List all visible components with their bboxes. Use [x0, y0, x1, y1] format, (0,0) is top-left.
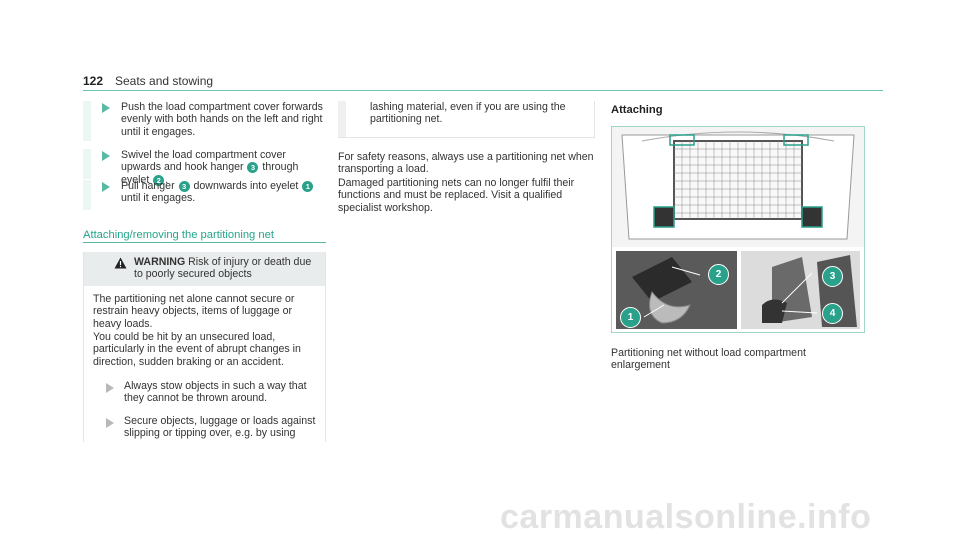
partition-net-illustration: 2 1 3 4 — [611, 126, 865, 333]
step-3: Pull hanger 3 downwards into eyelet 1 un… — [83, 180, 326, 210]
arrow-icon — [102, 182, 110, 192]
arrow-icon — [102, 103, 110, 113]
callout-badge-1: 1 — [620, 307, 641, 328]
car-boot-illustration — [612, 127, 864, 329]
arrow-icon — [102, 151, 110, 161]
continuation-text: lashing material, even if you are using … — [370, 101, 566, 126]
warning-header: WARNING Risk of injury or death due to p… — [84, 252, 325, 286]
callout-badge-4: 4 — [822, 303, 843, 324]
callout-3: 3 — [178, 180, 190, 192]
warning-para-1: The partitioning net alone cannot secure… — [93, 293, 295, 330]
warning-box: WARNING Risk of injury or death due to p… — [83, 252, 326, 442]
warning-bullet-1: Always stow objects in such a way that t… — [124, 380, 307, 405]
callout-1: 1 — [302, 180, 314, 192]
step-text: Pull hanger 3 downwards into eyelet 1 un… — [121, 180, 326, 205]
warning-triangle-icon — [114, 257, 127, 269]
warning-bullet-2: Secure objects, luggage or loads against… — [124, 415, 316, 440]
section-rule — [83, 242, 326, 243]
step-text: Swivel the load compartment cover upward… — [121, 149, 299, 186]
arrow-icon — [106, 418, 114, 428]
warning-label: WARNING — [134, 256, 186, 268]
warning-para-2: You could be hit by an unsecured load, p… — [93, 331, 301, 368]
step-2: Swivel the load compartment cover upward… — [83, 149, 326, 186]
section-title: Attaching/removing the partitioning net — [83, 229, 274, 241]
watermark: carmanualsonline.info — [500, 498, 872, 536]
step-1: Push the load compartment cover forwards… — [83, 101, 326, 141]
callout-badge-3: 3 — [822, 266, 843, 287]
arrow-icon — [106, 383, 114, 393]
paragraph-2: Damaged partitioning nets can no longer … — [338, 177, 575, 214]
callout-3: 3 — [247, 162, 259, 174]
figure-caption: Partitioning net without load compartmen… — [611, 347, 806, 372]
running-header: Seats and stowing — [115, 74, 214, 88]
attaching-title: Attaching — [611, 104, 663, 116]
page-number: 122 — [83, 74, 104, 88]
callout-2: 2 — [153, 174, 165, 186]
paragraph-1: For safety reasons, always use a partiti… — [338, 151, 594, 176]
step-text: Push the load compartment cover forwards… — [121, 101, 323, 138]
header-rule — [83, 90, 883, 91]
callout-badge-2: 2 — [708, 264, 729, 285]
warning-text: Risk of injury or death due to poorly se… — [134, 256, 312, 281]
warning-continuation: lashing material, even if you are using … — [338, 101, 595, 138]
